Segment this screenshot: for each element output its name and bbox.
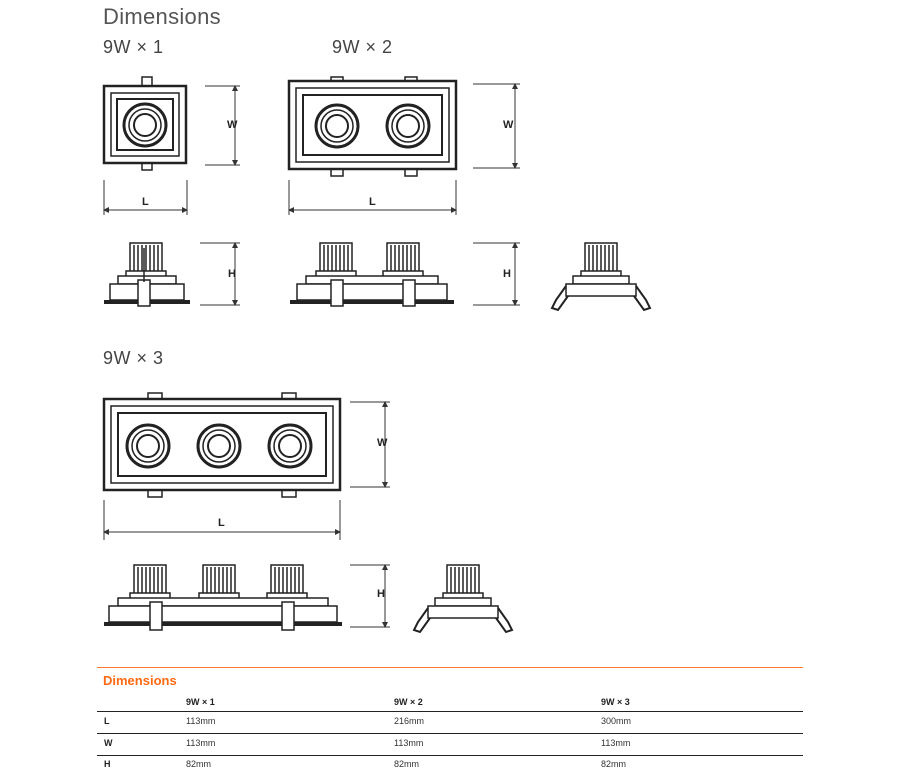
l-label-2: L	[369, 196, 376, 208]
l-label-1: L	[142, 196, 149, 208]
h-label-3: H	[377, 588, 385, 600]
table-divider	[97, 711, 803, 712]
h-label-2: H	[503, 268, 511, 280]
l-label-3: L	[218, 517, 225, 529]
view-label-9w-3: 9W × 3	[103, 348, 164, 368]
technical-drawing	[102, 76, 652, 634]
cell-l-9w-2: 216mm	[394, 716, 425, 726]
top-view-9w-1	[102, 76, 240, 215]
col-header-9w-1: 9W × 1	[186, 697, 215, 707]
table-divider	[97, 755, 803, 756]
h-label-1: H	[228, 268, 236, 280]
col-header-9w-3: 9W × 3	[601, 697, 630, 707]
view-label-9w-2: 9W × 2	[332, 37, 393, 57]
table-top-rule	[97, 667, 803, 668]
view-label-9w-1: 9W × 1	[103, 37, 164, 57]
cell-w-9w-2: 113mm	[394, 738, 424, 748]
top-view-9w-2	[287, 76, 520, 215]
side-view-9w-3	[104, 564, 390, 631]
cell-h-9w-1: 82mm	[186, 759, 212, 769]
row-label-w: W	[104, 738, 113, 748]
cell-h-9w-3: 82mm	[601, 759, 627, 769]
side-view-9w-2	[290, 242, 520, 307]
cell-w-9w-1: 113mm	[186, 738, 216, 748]
w-label-3: W	[377, 437, 388, 449]
side-view-9w-1	[104, 242, 240, 307]
cell-l-9w-3: 300mm	[601, 716, 632, 726]
cell-l-9w-1: 113mm	[186, 716, 216, 726]
row-label-h: H	[104, 759, 111, 769]
table-title: Dimensions	[103, 673, 177, 688]
angled-view-1	[550, 242, 652, 312]
col-header-9w-2: 9W × 2	[394, 697, 423, 707]
w-label-2: W	[503, 119, 514, 131]
cell-h-9w-2: 82mm	[394, 759, 420, 769]
table-divider	[97, 733, 803, 734]
angled-view-2	[412, 564, 514, 634]
row-label-l: L	[104, 716, 110, 726]
page-title: Dimensions	[103, 4, 221, 29]
cell-w-9w-3: 113mm	[601, 738, 631, 748]
top-view-9w-3	[102, 392, 390, 540]
w-label-1: W	[227, 119, 238, 131]
